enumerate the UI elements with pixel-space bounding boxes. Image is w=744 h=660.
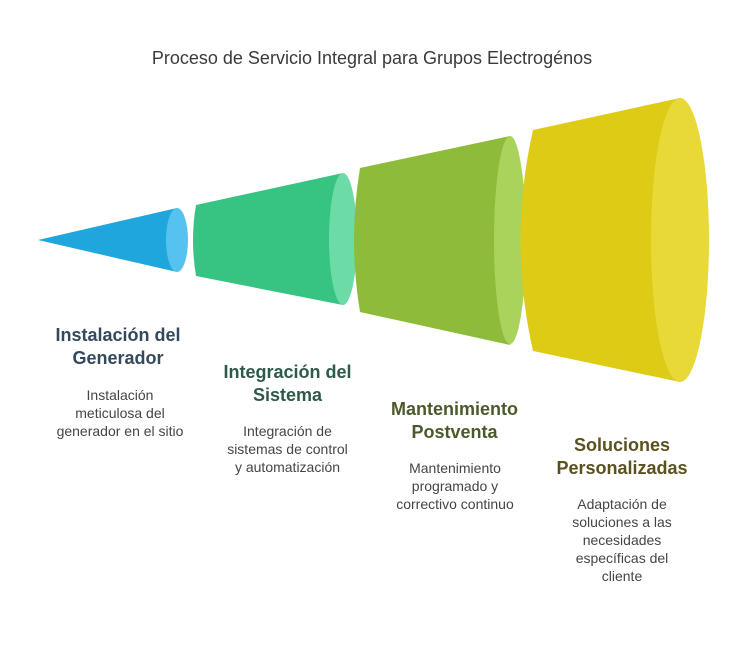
stage-3-desc-line2: programado y — [411, 478, 499, 494]
stage-3-cone — [354, 136, 510, 345]
stage-1-rim — [166, 208, 188, 272]
stage-3-heading-line1: Mantenimiento — [390, 399, 518, 419]
stage-2-description: Integración de sistemas de control y aut… — [200, 422, 375, 476]
stage-4-desc-line2: soluciones a las — [572, 514, 672, 530]
stage-4-heading: Soluciones Personalizadas — [537, 434, 707, 480]
stage-4-desc-line1: Adaptación de — [577, 496, 667, 512]
stage-2-desc-line2: sistemas de control — [227, 441, 348, 457]
stage-2-desc-line3: y automatización — [234, 459, 341, 475]
stage-3-desc-line1: Mantenimiento — [409, 460, 501, 476]
stage-2-heading-line1: Integración del — [223, 362, 352, 382]
stage-3-heading-line2: Postventa — [411, 422, 498, 442]
stage-4-heading-line2: Personalizadas — [556, 458, 688, 478]
stage-2-heading-line2: Sistema — [252, 385, 323, 405]
stage-1-desc-line2: meticulosa del — [75, 405, 165, 421]
stage-3-heading: Mantenimiento Postventa — [372, 398, 537, 444]
stage-2-cone — [193, 173, 343, 305]
stage-1-desc-line1: Instalación — [86, 387, 154, 403]
stage-4-desc-line4: específicas del — [575, 550, 669, 566]
stage-4-heading-line1: Soluciones — [573, 435, 671, 455]
stage-1-heading-line2: Generador — [72, 348, 164, 368]
stage-1-cone — [38, 208, 177, 272]
stage-1-desc-line3: generador en el sitio — [56, 423, 184, 439]
stage-4-description: Adaptación de soluciones a las necesidad… — [537, 495, 707, 585]
stage-3-description: Mantenimiento programado y correctivo co… — [370, 459, 540, 513]
diagram-title: Proceso de Servicio Integral para Grupos… — [151, 48, 593, 68]
stage-4-rim — [651, 98, 709, 382]
stage-4-cone — [520, 98, 680, 382]
stage-4-desc-line3: necesidades — [582, 532, 662, 548]
stage-3-desc-line3: correctivo continuo — [396, 496, 514, 512]
stage-1-heading-line1: Instalación del — [55, 325, 181, 345]
stage-2-desc-line1: Integración de — [243, 423, 332, 439]
stage-4-desc-line5: cliente — [601, 568, 643, 584]
stage-1-heading: Instalación del Generador — [38, 324, 198, 370]
stage-3-rim — [494, 136, 526, 344]
stage-2-heading: Integración del Sistema — [205, 361, 370, 407]
stage-2-rim — [329, 173, 357, 305]
stage-1-description: Instalación meticulosa del generador en … — [30, 386, 210, 440]
